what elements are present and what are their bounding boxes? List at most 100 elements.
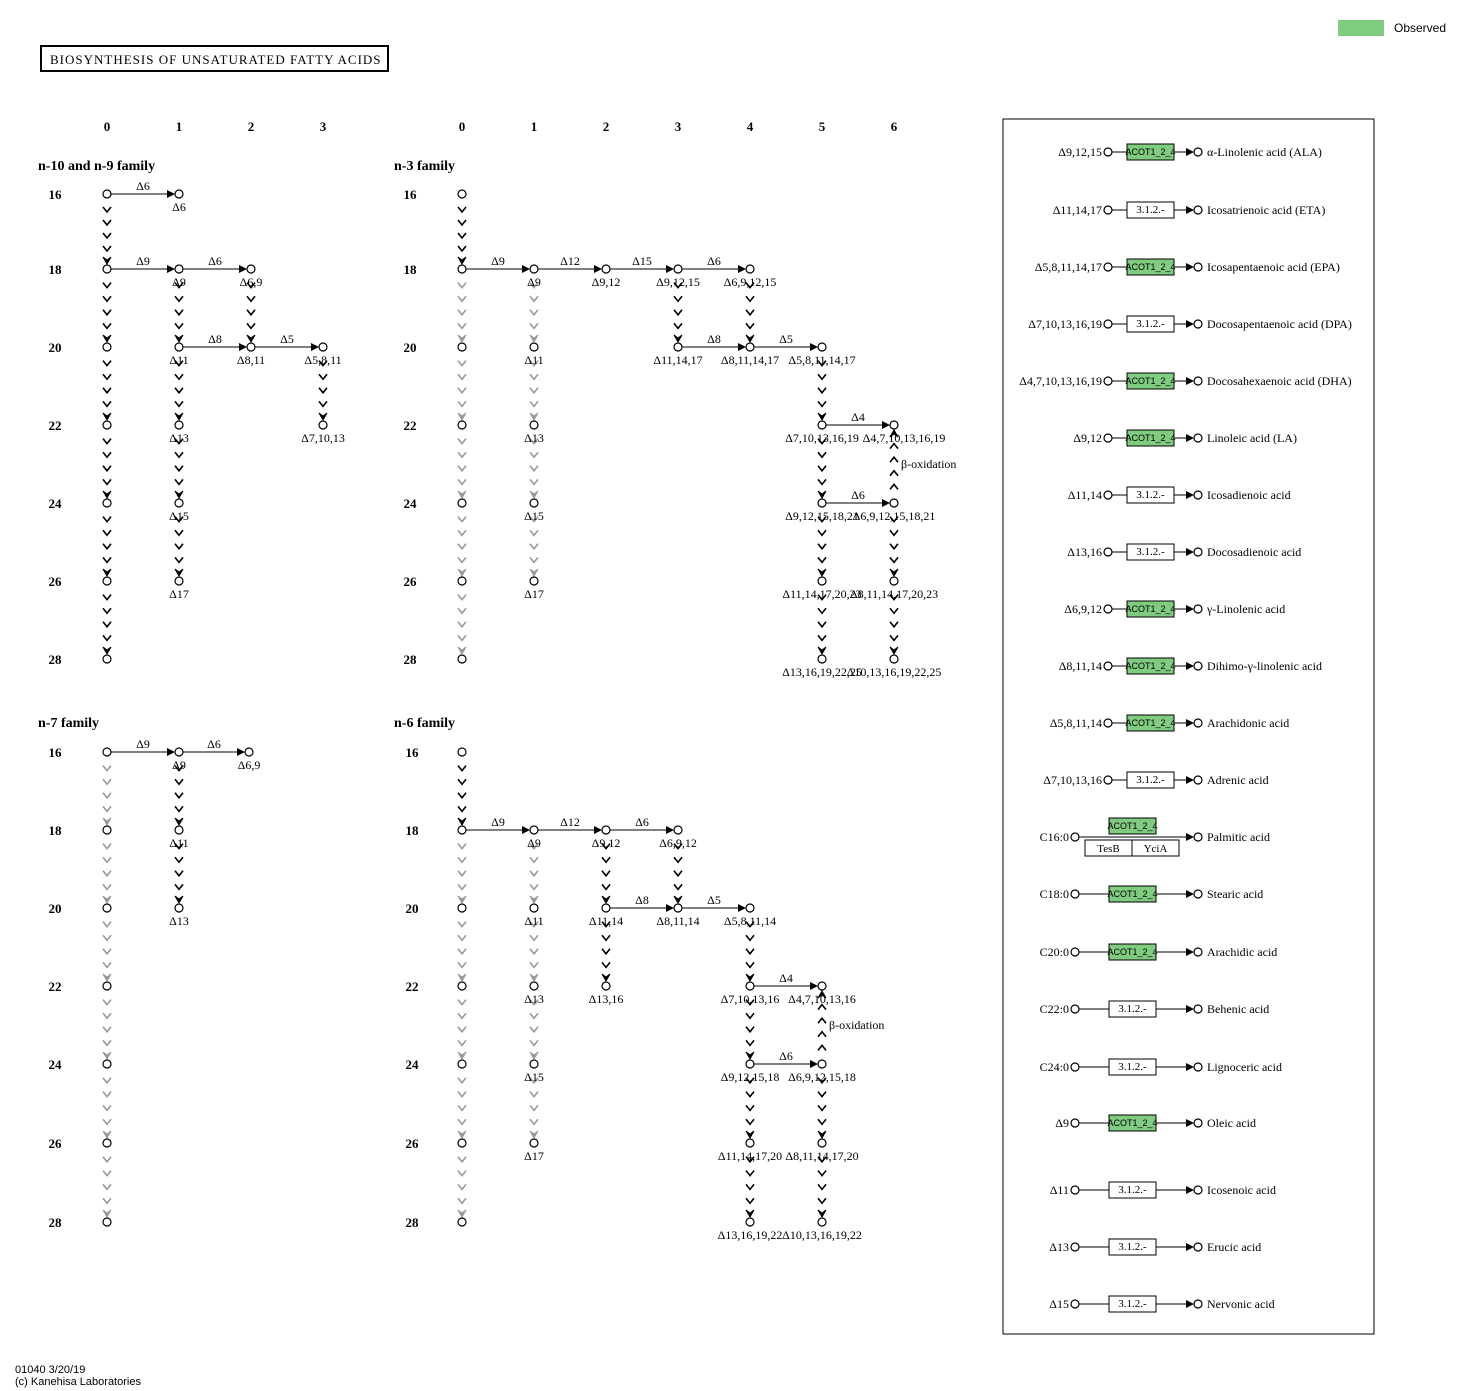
compound-node[interactable] xyxy=(246,264,256,274)
substrate-node[interactable] xyxy=(1070,1299,1080,1309)
compound-node[interactable] xyxy=(102,747,112,757)
compound-node[interactable] xyxy=(529,342,539,352)
product-node[interactable] xyxy=(1193,832,1203,842)
substrate-node[interactable] xyxy=(1103,661,1113,671)
product-node[interactable] xyxy=(1193,262,1203,272)
compound-node[interactable] xyxy=(673,342,683,352)
compound-node[interactable] xyxy=(817,576,827,586)
enzyme-box-observed[interactable] xyxy=(1108,1114,1157,1132)
substrate-node[interactable] xyxy=(1103,205,1113,215)
product-node[interactable] xyxy=(1193,547,1203,557)
compound-node[interactable] xyxy=(817,498,827,508)
substrate-node[interactable] xyxy=(1103,433,1113,443)
compound-node[interactable] xyxy=(457,903,467,913)
compound-node[interactable] xyxy=(457,498,467,508)
product-node[interactable] xyxy=(1193,1004,1203,1014)
compound-node[interactable] xyxy=(102,903,112,913)
enzyme-box[interactable] xyxy=(1108,1181,1157,1199)
compound-node[interactable] xyxy=(673,903,683,913)
enzyme-box-observed[interactable] xyxy=(1108,885,1157,903)
enzyme-box[interactable] xyxy=(1126,771,1175,789)
enzyme-box-observed[interactable] xyxy=(1126,258,1175,276)
substrate-node[interactable] xyxy=(1070,1062,1080,1072)
substrate-node[interactable] xyxy=(1103,775,1113,785)
enzyme-box[interactable] xyxy=(1126,201,1175,219)
product-node[interactable] xyxy=(1193,1185,1203,1195)
enzyme-box-observed[interactable] xyxy=(1126,429,1175,447)
product-node[interactable] xyxy=(1193,147,1203,157)
product-node[interactable] xyxy=(1193,376,1203,386)
enzyme-box[interactable] xyxy=(1108,1238,1157,1256)
compound-node[interactable] xyxy=(529,825,539,835)
compound-node[interactable] xyxy=(817,1138,827,1148)
enzyme-box[interactable] xyxy=(1131,839,1180,857)
compound-node[interactable] xyxy=(889,420,899,430)
compound-node[interactable] xyxy=(174,747,184,757)
substrate-node[interactable] xyxy=(1070,1185,1080,1195)
compound-node[interactable] xyxy=(102,1138,112,1148)
compound-node[interactable] xyxy=(817,981,827,991)
compound-node[interactable] xyxy=(817,342,827,352)
product-node[interactable] xyxy=(1193,1242,1203,1252)
compound-node[interactable] xyxy=(246,342,256,352)
compound-node[interactable] xyxy=(174,576,184,586)
compound-node[interactable] xyxy=(457,576,467,586)
compound-node[interactable] xyxy=(673,825,683,835)
enzyme-box[interactable] xyxy=(1108,1058,1157,1076)
compound-node[interactable] xyxy=(174,498,184,508)
product-node[interactable] xyxy=(1193,1118,1203,1128)
product-node[interactable] xyxy=(1193,1062,1203,1072)
substrate-node[interactable] xyxy=(1103,718,1113,728)
enzyme-box-observed[interactable] xyxy=(1126,143,1175,161)
compound-node[interactable] xyxy=(457,981,467,991)
compound-node[interactable] xyxy=(102,264,112,274)
compound-node[interactable] xyxy=(601,981,611,991)
substrate-node[interactable] xyxy=(1103,547,1113,557)
compound-node[interactable] xyxy=(601,264,611,274)
compound-node[interactable] xyxy=(529,981,539,991)
enzyme-box-observed[interactable] xyxy=(1126,372,1175,390)
compound-node[interactable] xyxy=(457,1138,467,1148)
compound-node[interactable] xyxy=(174,825,184,835)
compound-node[interactable] xyxy=(889,576,899,586)
compound-node[interactable] xyxy=(174,264,184,274)
compound-node[interactable] xyxy=(457,825,467,835)
substrate-node[interactable] xyxy=(1103,376,1113,386)
substrate-node[interactable] xyxy=(1070,947,1080,957)
enzyme-box[interactable] xyxy=(1126,543,1175,561)
product-node[interactable] xyxy=(1193,947,1203,957)
compound-node[interactable] xyxy=(102,1059,112,1069)
compound-node[interactable] xyxy=(817,1217,827,1227)
compound-node[interactable] xyxy=(102,420,112,430)
compound-node[interactable] xyxy=(174,189,184,199)
compound-node[interactable] xyxy=(457,189,467,199)
substrate-node[interactable] xyxy=(1070,889,1080,899)
compound-node[interactable] xyxy=(529,1059,539,1069)
compound-node[interactable] xyxy=(174,420,184,430)
compound-node[interactable] xyxy=(673,264,683,274)
enzyme-box[interactable] xyxy=(1126,486,1175,504)
enzyme-box-observed[interactable] xyxy=(1108,817,1157,835)
product-node[interactable] xyxy=(1193,433,1203,443)
product-node[interactable] xyxy=(1193,889,1203,899)
compound-node[interactable] xyxy=(244,747,254,757)
compound-node[interactable] xyxy=(102,981,112,991)
compound-node[interactable] xyxy=(529,1138,539,1148)
compound-node[interactable] xyxy=(174,342,184,352)
compound-node[interactable] xyxy=(457,264,467,274)
product-node[interactable] xyxy=(1193,319,1203,329)
enzyme-box[interactable] xyxy=(1108,1295,1157,1313)
compound-node[interactable] xyxy=(529,264,539,274)
substrate-node[interactable] xyxy=(1103,490,1113,500)
compound-node[interactable] xyxy=(102,189,112,199)
compound-node[interactable] xyxy=(102,1217,112,1227)
product-node[interactable] xyxy=(1193,205,1203,215)
compound-node[interactable] xyxy=(745,981,755,991)
compound-node[interactable] xyxy=(102,825,112,835)
compound-node[interactable] xyxy=(889,654,899,664)
substrate-node[interactable] xyxy=(1070,1004,1080,1014)
compound-node[interactable] xyxy=(745,342,755,352)
product-node[interactable] xyxy=(1193,718,1203,728)
compound-node[interactable] xyxy=(745,903,755,913)
compound-node[interactable] xyxy=(889,498,899,508)
